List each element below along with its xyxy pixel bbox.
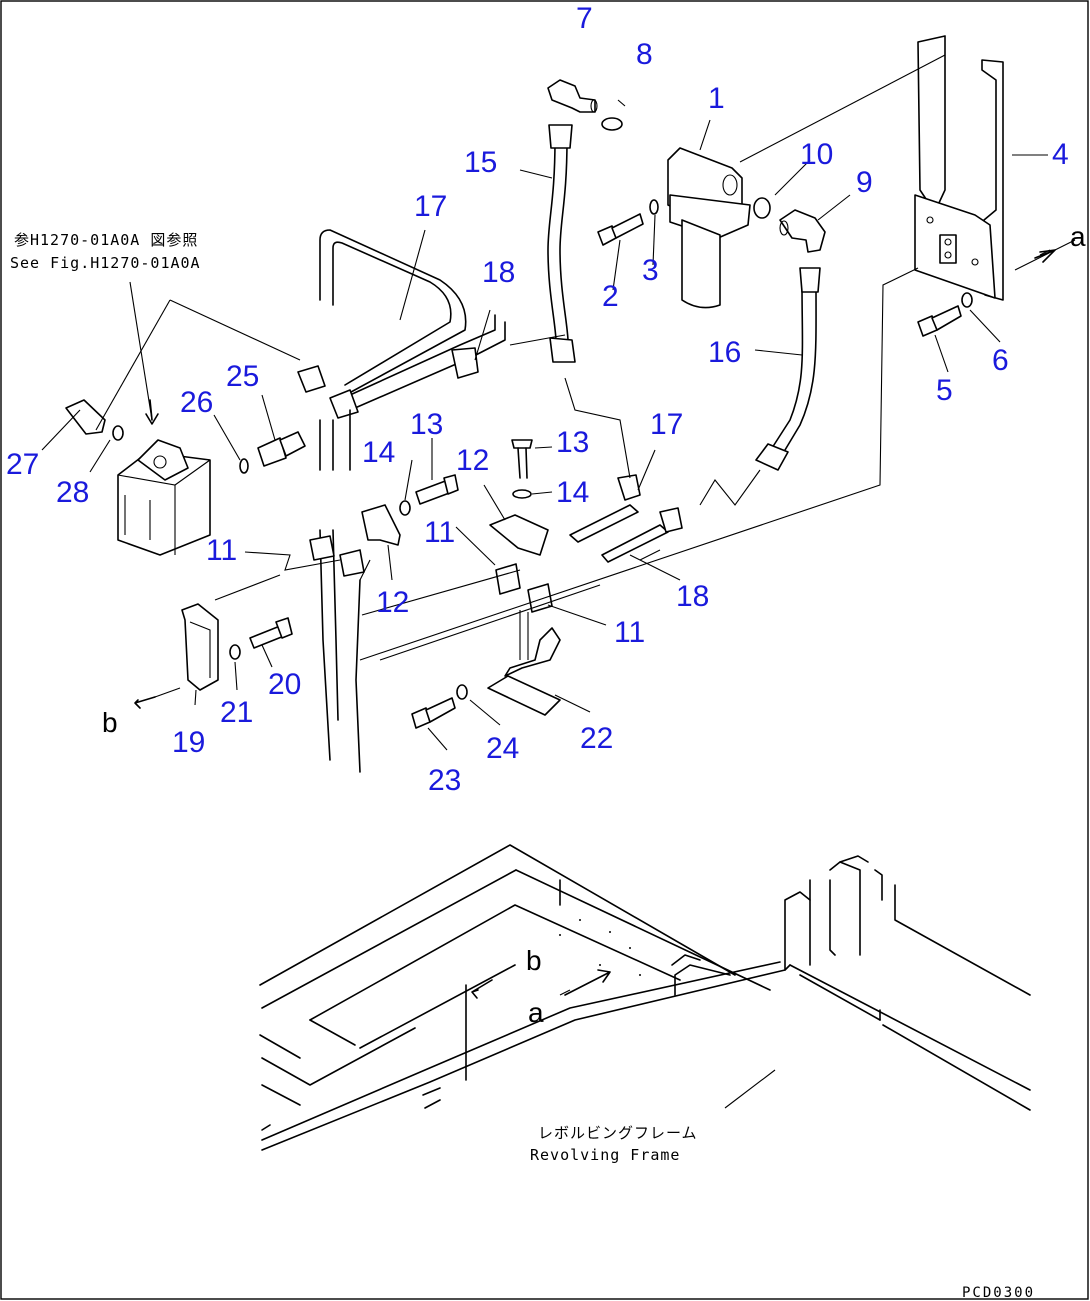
callout-20: 20 xyxy=(268,668,301,701)
clamp-part-11-left xyxy=(309,535,365,577)
o-ring-part-28 xyxy=(112,425,124,441)
callout-4: 4 xyxy=(1052,138,1069,171)
callout-24: 24 xyxy=(486,732,519,765)
callout-18-upper: 18 xyxy=(482,256,515,289)
clamp-part-11-center-a xyxy=(495,563,521,595)
bracket-part-12-left xyxy=(361,504,401,546)
callout-21: 21 xyxy=(220,696,253,729)
hose-part-15 xyxy=(547,124,576,363)
callout-9: 9 xyxy=(856,166,873,199)
view-arrow-a-upper xyxy=(1034,249,1056,263)
frame-texture xyxy=(559,919,641,976)
bolt-part-5 xyxy=(917,305,962,337)
callout-2: 2 xyxy=(602,280,619,313)
fitting-part-27 xyxy=(65,399,106,435)
frame-label-japanese: レボルビングフレーム xyxy=(538,1124,698,1142)
o-ring-part-10 xyxy=(753,197,771,219)
o-ring-part-26 xyxy=(239,458,249,474)
bolt-part-13-center xyxy=(511,439,533,479)
callout-23: 23 xyxy=(428,764,461,797)
view-arrow-b-upper xyxy=(134,696,156,709)
hose-part-16 xyxy=(755,267,821,471)
callout-13-center: 13 xyxy=(556,426,589,459)
callout-27: 27 xyxy=(6,448,39,481)
washer-part-14-left xyxy=(399,500,411,516)
callout-11-center: 11 xyxy=(424,516,455,549)
leader-lines xyxy=(41,54,1076,751)
view-arrow-b-lower xyxy=(471,979,493,999)
callout-28: 28 xyxy=(56,476,89,509)
fitting-part-25 xyxy=(257,431,306,467)
view-letter-a-lower: a xyxy=(528,997,544,1028)
bracket-part-4 xyxy=(914,35,1004,301)
elbow-part-9 xyxy=(779,209,826,253)
tube-end-18 xyxy=(659,507,683,533)
callout-18-lower: 18 xyxy=(676,580,709,613)
bolt-part-23 xyxy=(411,697,456,729)
frame-label-english: Revolving Frame xyxy=(530,1146,680,1164)
tube-end-17 xyxy=(617,474,641,501)
callout-13-left: 13 xyxy=(410,408,443,441)
callout-19: 19 xyxy=(172,726,205,759)
callout-14-left: 14 xyxy=(362,436,395,469)
bracket-part-22 xyxy=(487,627,561,716)
callout-8: 8 xyxy=(636,38,653,71)
drawing-code: PCD0300 xyxy=(962,1285,1035,1301)
tube-part-17-18-upper xyxy=(297,229,506,419)
bracket-part-19 xyxy=(181,603,219,691)
tube-vertical xyxy=(319,409,361,773)
view-letter-b-lower: b xyxy=(526,945,542,976)
reference-arrow xyxy=(145,399,159,425)
callout-25: 25 xyxy=(226,360,259,393)
washer-part-3 xyxy=(649,199,659,215)
callout-12-left: 12 xyxy=(376,586,409,619)
callout-10: 10 xyxy=(800,138,833,171)
bolt-part-13-left xyxy=(415,474,459,505)
callout-16: 16 xyxy=(708,336,741,369)
washer-part-21 xyxy=(229,644,241,660)
washer-part-24 xyxy=(456,684,468,700)
callout-14-center: 14 xyxy=(556,476,589,509)
tube-part-17-lower xyxy=(569,504,639,543)
revolving-frame xyxy=(259,844,1031,1151)
reference-note-line1: 参H1270-01A0A 図参照 xyxy=(14,231,198,249)
callout-22: 22 xyxy=(580,722,613,755)
tube-part-18-lower xyxy=(601,524,669,563)
callout-15: 15 xyxy=(464,146,497,179)
bracket-part-12-center xyxy=(489,514,549,556)
bolt-part-20 xyxy=(249,617,293,649)
callout-17-upper: 17 xyxy=(414,190,447,223)
view-arrow-a-lower xyxy=(564,969,611,996)
callout-11-right: 11 xyxy=(614,616,645,649)
callout-1: 1 xyxy=(708,82,725,115)
bolt-part-2 xyxy=(597,213,644,246)
filter-part-1 xyxy=(667,147,751,309)
callout-26: 26 xyxy=(180,386,213,419)
washer-part-14-center xyxy=(512,489,532,499)
o-ring-part-8 xyxy=(601,117,623,131)
control-valve-block xyxy=(117,439,211,556)
callout-11-left: 11 xyxy=(206,534,237,567)
elbow-part-7 xyxy=(547,79,598,113)
reference-note-line2: See Fig.H1270-01A0A xyxy=(10,254,201,272)
callout-17-lower: 17 xyxy=(650,408,683,441)
washer-part-6 xyxy=(961,292,973,308)
callout-12-center: 12 xyxy=(456,444,489,477)
callout-3: 3 xyxy=(642,254,659,287)
callout-6: 6 xyxy=(992,344,1009,377)
callout-7: 7 xyxy=(576,2,593,35)
view-letter-a-upper: a xyxy=(1070,221,1086,252)
callout-5: 5 xyxy=(936,374,953,407)
view-letter-b-upper: b xyxy=(102,707,118,738)
